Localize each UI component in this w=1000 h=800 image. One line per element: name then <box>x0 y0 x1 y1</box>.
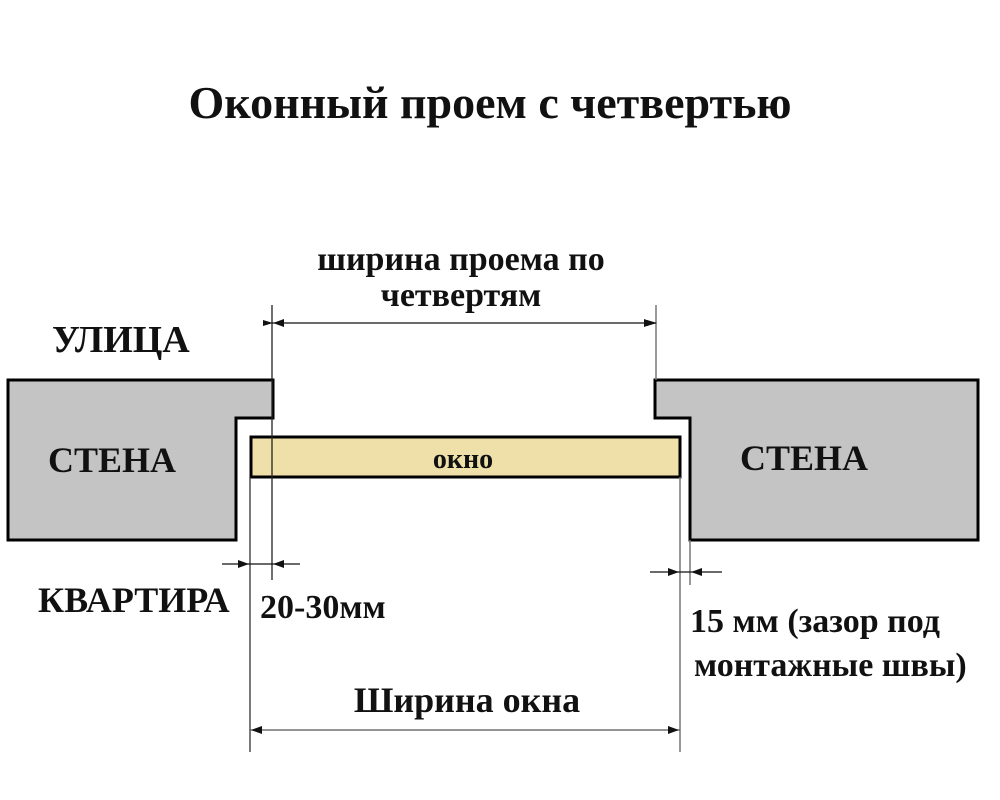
arrow-quarter-right-icon <box>273 560 284 568</box>
label-wall-right: СТЕНА <box>740 438 868 478</box>
label-mount-gap-line2: монтажные швы) <box>694 647 967 684</box>
diagram-title: Оконный проем с четвертью <box>188 77 791 128</box>
window-frame <box>249 435 682 479</box>
label-window-width: Ширина окна <box>354 680 580 720</box>
arrow-window-right-icon <box>668 726 679 734</box>
label-quarter-gap: 20-30мм <box>260 589 386 626</box>
arrow-mount-right-icon <box>691 568 702 576</box>
arrow-mount-left-icon <box>668 568 679 576</box>
label-opening-width-line1: ширина проема по <box>317 241 605 278</box>
label-apartment: КВАРТИРА <box>38 580 230 620</box>
arrow-opening-left-icon <box>273 319 284 327</box>
arrow-window-left-icon <box>251 726 262 734</box>
label-window: окно <box>433 444 493 475</box>
arrow-opening-right-icon <box>644 319 655 327</box>
label-opening-width-line2: четвертям <box>381 277 542 314</box>
wall-left <box>6 378 275 542</box>
label-wall-left: СТЕНА <box>48 440 176 480</box>
label-street: УЛИЦА <box>52 319 190 361</box>
arrow-quarter-left-icon <box>238 560 249 568</box>
label-mount-gap-line1: 15 мм (зазор под <box>690 603 940 640</box>
